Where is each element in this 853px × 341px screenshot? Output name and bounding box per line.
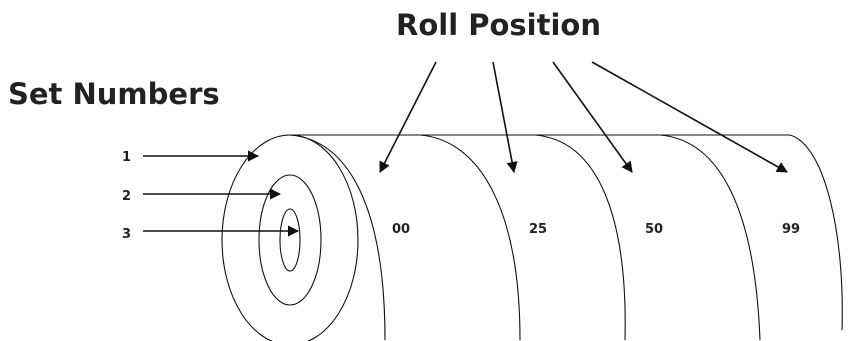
inner-ring: [279, 208, 301, 272]
position-label-50: 50: [645, 222, 663, 237]
position-99-arrow: [591, 61, 788, 173]
position-50-arrow: [552, 61, 633, 173]
roll-position-title: Roll Position: [396, 8, 601, 42]
roll-section-50: [534, 134, 626, 341]
set-numbers-title: Set Numbers: [8, 77, 220, 111]
set-label-2: 2: [122, 189, 131, 204]
position-00-arrow: [379, 61, 437, 173]
set-number-pointers: 1 2 3: [122, 150, 300, 242]
set-label-1: 1: [122, 150, 131, 165]
position-25-arrow: [492, 61, 518, 174]
position-label-00: 00: [392, 222, 410, 237]
roll-position-pointers: [379, 61, 788, 174]
roll-section-25: [419, 134, 521, 341]
middle-ring: [258, 174, 322, 306]
position-label-99: 99: [782, 222, 800, 237]
roll-position-labels: 00 25 50 99: [392, 222, 800, 237]
set-label-3: 3: [122, 227, 131, 242]
roll-cylinder: [289, 134, 843, 341]
roll-end-face: [221, 134, 359, 341]
position-label-25: 25: [529, 222, 547, 237]
roll-section-99: [659, 134, 761, 341]
roll-end-cap: [789, 134, 843, 331]
outer-ring: [221, 134, 359, 341]
